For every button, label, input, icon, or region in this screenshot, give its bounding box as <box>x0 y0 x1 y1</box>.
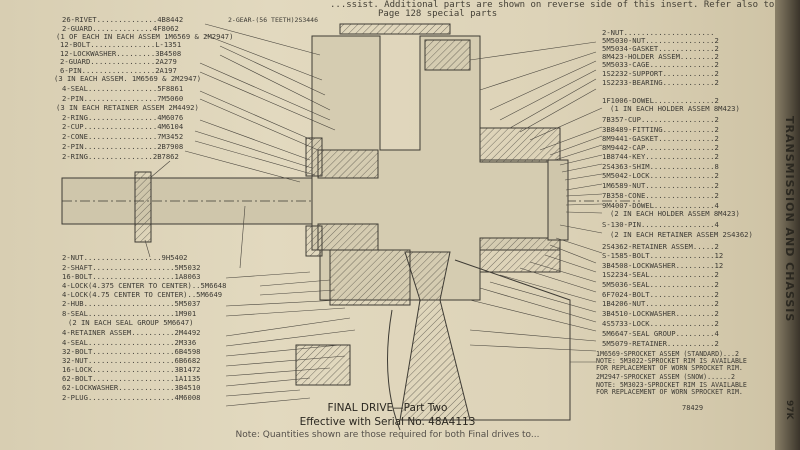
callout-label-right: 1F1006-DOWEL..............2 <box>602 96 719 105</box>
callout-label-right: (2 IN EACH HOLDER ASSEM 8M423) <box>610 209 740 218</box>
callout-label-right: (1 IN EACH HOLDER ASSEM 8M423) <box>610 104 740 113</box>
callout-label-right: 9M4007-DOWEL..............4 <box>602 201 719 210</box>
callout-label-right: 5M5079-RETAINER...........2 <box>602 339 719 348</box>
callout-label-left: (2 IN EACH SEAL GROUP 5M6647) <box>68 318 194 327</box>
callout-label-left: 8-SEAL....................1M901 <box>62 309 197 318</box>
callout-label-left: 2-GUARD..............4F8062 <box>62 24 179 33</box>
callout-label-right: 2S4362-RETAINER ASSEM.....2 <box>602 242 719 251</box>
callout-label-right: 5M5033-CAGE...............2 <box>602 60 719 69</box>
callout-label-right: 5M5030-NUT................2 <box>602 36 719 45</box>
callout-label-left: 2-SHAFT...................5M5032 <box>62 263 201 272</box>
callout-label-right: 2M2947-SPROCKET ASSEM (SNOW)......2 <box>596 373 735 381</box>
callout-label-left: 16-LOCK...................3B1472 <box>62 365 201 374</box>
callout-label-right: 2-NUT..................... <box>602 28 715 37</box>
book-binding-edge <box>775 0 800 450</box>
callout-label-right: 1B4206-NUT................2 <box>602 299 719 308</box>
section-side-title: TRANSMISSION AND CHASSIS <box>783 116 796 323</box>
callout-label-left: 2-PLUG....................4M6008 <box>62 393 201 402</box>
callout-label-right: 5M5036-SEAL...............2 <box>602 280 719 289</box>
callout-label-right: 8M423-HOLDER ASSEM........2 <box>602 52 719 61</box>
callout-label-right: S-1585-BOLT...............12 <box>602 251 724 260</box>
callout-label-left: 6-PIN.................2A197 <box>60 66 177 75</box>
callout-label-right: 7B358-CONE................2 <box>602 191 719 200</box>
callout-label-right: 1S2234-SEAL...............2 <box>602 270 719 279</box>
callout-label-right: 4S5733-LOCK...............2 <box>602 319 719 328</box>
callout-label-right: 1M6589-NUT................2 <box>602 181 719 190</box>
callout-label-right: 1S2232-SUPPORT............2 <box>602 69 719 78</box>
callout-label-right: 1S2233-BEARING............2 <box>602 78 719 87</box>
callout-label-left: 4-LOCK(4.375 CENTER TO CENTER)..5M6648 <box>62 281 227 290</box>
callout-label-left: 2-RING................4M6076 <box>62 113 184 122</box>
callout-label-right: 3B4510-LOCKWASHER.........2 <box>602 309 719 318</box>
callout-label-right: 3B4508-LOCKWASHER.........12 <box>602 261 724 270</box>
callout-label-left: 62-BOLT...................1A1135 <box>62 374 201 383</box>
callout-label-left: 2-GUARD...............2A279 <box>60 57 177 66</box>
figure-number: 78429 <box>682 404 704 412</box>
callout-label-right: S-130-PIN.................4 <box>602 220 719 229</box>
callout-label-right: FOR REPLACEMENT OF WORN SPROCKET RIM. <box>596 388 743 396</box>
callout-label-left: 2-PIN.................7M5060 <box>62 94 184 103</box>
callout-label-left: 12-LOCKWASHER.........3B4508 <box>60 49 182 58</box>
callout-label-right: 1B8744-KEY................2 <box>602 152 719 161</box>
header-line-2: Page 128 special parts <box>378 9 498 19</box>
callout-label-left: 26-RIVET..............4B8442 <box>62 15 184 24</box>
page-number: 97K <box>784 400 794 420</box>
callout-label-right: (2 IN EACH RETAINER ASSEM 2S4362) <box>610 230 753 239</box>
figure-title: FINAL DRIVE—Part Two <box>327 402 448 414</box>
callout-label-left: 2-PIN.................2B7908 <box>62 142 184 151</box>
callout-label-left: 2-CONE................7M3452 <box>62 132 184 141</box>
catalog-page: ...ssist. Additional parts are shown on … <box>0 0 775 450</box>
callout-label-left: 4-SEAL................5F8861 <box>62 84 184 93</box>
callout-label-left: 32-NUT....................6B6682 <box>62 356 201 365</box>
callout-label-right: NOTE: 5M3023-SPROCKET RIM IS AVAILABLE <box>596 381 747 389</box>
callout-label-left: 4-RETAINER ASSEM..........2M4492 <box>62 328 201 337</box>
callout-label-right: 8M9441-GASKET.............2 <box>602 134 719 143</box>
callout-label-right: 3B8489-FITTING............2 <box>602 125 719 134</box>
callout-label-left: 62-LOCKWASHER.............3B4510 <box>62 383 201 392</box>
callout-label-left: 2-RING...............2B7862 <box>62 152 179 161</box>
callout-label-left: (1 OF EACH IN EACH ASSEM 1M6569 & 2M2947… <box>56 32 234 41</box>
callout-label-right: 5M6647-SEAL GROUP.........4 <box>602 329 719 338</box>
header-line-1: ...ssist. Additional parts are shown on … <box>330 0 775 10</box>
callout-label-left: 2-CUP.................4M6104 <box>62 122 184 131</box>
callout-label-right: 1M6569-SPROCKET ASSEM (STANDARD)...2 <box>596 350 739 358</box>
footer-note: Note: Quantities shown are those require… <box>235 430 540 440</box>
callout-label-right: 6F7024-BOLT...............2 <box>602 290 719 299</box>
callout-label-right: 5M5042-LOCK...............2 <box>602 171 719 180</box>
callout-label-right: 2S4363-SHIM...............8 <box>602 162 719 171</box>
callout-label-left: (3 IN EACH ASSEM. 1M6569 & 2M2947) <box>54 74 202 83</box>
callout-label-left: 2-NUT..................9H5402 <box>62 253 188 262</box>
callout-label-left: 4-SEAL....................2M336 <box>62 338 197 347</box>
figure-subtitle: Effective with Serial No. 48A4113 <box>299 416 476 428</box>
final-drive-cross-section-drawing <box>61 23 640 431</box>
callout-label-left: 16-BOLT...................1A8063 <box>62 272 201 281</box>
callout-label-right: NOTE: 5M3022-SPROCKET RIM IS AVAILABLE <box>596 357 747 365</box>
callout-label-right: 7B357-CUP.................2 <box>602 115 719 124</box>
callout-label-left: 32-BOLT...................6B4598 <box>62 347 201 356</box>
callout-label-right: 8M9442-CAP................2 <box>602 143 719 152</box>
callout-label-left: (3 IN EACH RETAINER ASSEM 2M4492) <box>56 103 199 112</box>
callout-label-left: 2-HUB.....................5M5037 <box>62 299 201 308</box>
callout-label-left: 4-LOCK(4.75 CENTER TO CENTER)..5M6649 <box>62 290 223 299</box>
callout-label-left: 12-BOLT...............L-1351 <box>60 40 182 49</box>
callout-label-right: 5M5034-GASKET.............2 <box>602 44 719 53</box>
callout-label-right: FOR REPLACEMENT OF WORN SPROCKET RIM. <box>596 364 743 372</box>
drawing-label-gear: 2-GEAR-(56 TEETH)2S3446 <box>228 16 319 24</box>
